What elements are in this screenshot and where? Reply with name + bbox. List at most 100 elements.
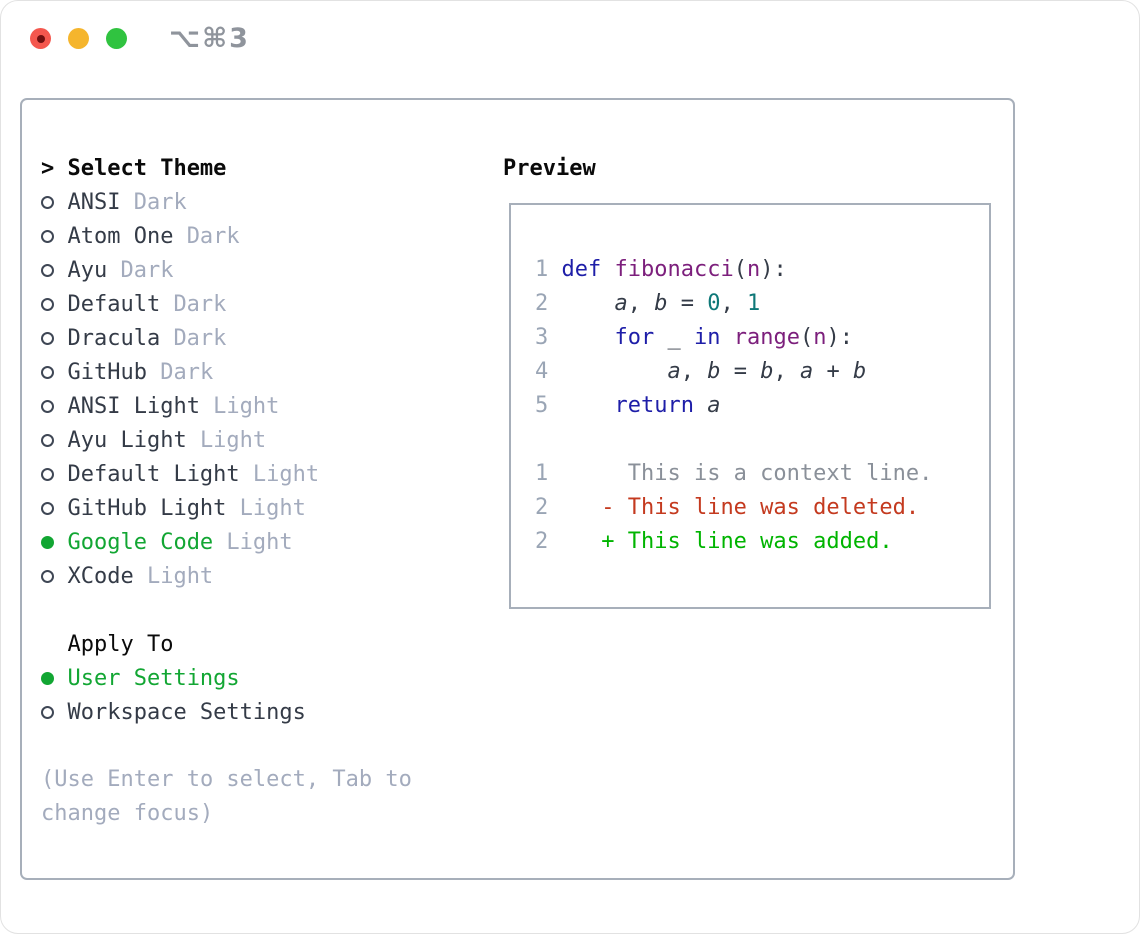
theme-option[interactable]: GitHub Light Light <box>41 491 471 525</box>
radio-icon <box>41 297 67 311</box>
diff-line-context: 1 This is a context line. <box>535 457 989 491</box>
code-token: , <box>773 359 800 384</box>
code-token: ): <box>826 325 853 350</box>
theme-option[interactable]: Ayu Light Light <box>41 423 471 457</box>
theme-option-variant: Dark <box>186 223 240 249</box>
code-token <box>694 393 707 418</box>
code-token: b <box>852 359 867 384</box>
theme-option-variant: Light <box>146 563 214 589</box>
code-token: ( <box>799 325 814 350</box>
spacer <box>41 729 471 763</box>
code-token: def <box>561 257 602 282</box>
minimize-button[interactable] <box>68 28 89 49</box>
theme-option-variant: Light <box>239 495 306 521</box>
help-text: (Use Enter to select, Tab to change focu… <box>41 767 412 826</box>
theme-option-label: Atom One <box>67 223 174 249</box>
code-token <box>601 257 614 282</box>
theme-option[interactable]: Ayu Dark <box>41 253 471 287</box>
line-number: 2 <box>535 291 549 316</box>
code-token: a <box>707 393 721 418</box>
code-token: 1 <box>746 291 761 316</box>
diff-text: + This line was added. <box>601 529 893 554</box>
code-token <box>548 393 561 418</box>
line-number: 5 <box>535 393 549 418</box>
theme-picker-title: Select Theme <box>67 155 227 181</box>
radio-icon <box>41 263 67 277</box>
code-line: 3 for _ in range(n): <box>535 321 989 355</box>
theme-option-variant: Light <box>213 393 280 419</box>
code-token: a <box>799 359 814 384</box>
code-token <box>548 291 561 316</box>
code-token: range <box>733 325 800 350</box>
theme-option[interactable]: GitHub Dark <box>41 355 471 389</box>
line-number: 1 <box>535 461 549 486</box>
theme-option-variant: Dark <box>173 291 227 317</box>
code-line: 2 a, b = 0, 1 <box>535 287 989 321</box>
theme-option-variant: Light <box>252 461 320 487</box>
radio-icon <box>41 467 67 481</box>
theme-picker-header: > Select Theme <box>41 151 471 185</box>
theme-option-label: XCode <box>67 563 134 589</box>
apply-to-option[interactable]: Workspace Settings <box>41 695 471 729</box>
main-panel: > Select Theme ANSI Dark Atom One Dark A… <box>20 98 1015 880</box>
radio-icon <box>41 195 67 209</box>
code-token: 0 <box>707 291 721 316</box>
theme-option-variant: Dark <box>173 325 227 351</box>
theme-option[interactable]: ANSI Dark <box>41 185 471 219</box>
diff-line-deleted: 2 - This line was deleted. <box>535 491 989 525</box>
code-line: 4 a, b = b, a + b <box>535 355 989 389</box>
radio-icon <box>41 433 67 447</box>
code-token <box>562 291 615 316</box>
code-token: , <box>627 291 655 316</box>
diff-text: - This line was deleted. <box>601 495 920 520</box>
zoom-button[interactable] <box>106 28 127 49</box>
theme-option[interactable]: ANSI Light Light <box>41 389 471 423</box>
code-token: , <box>680 359 708 384</box>
theme-option[interactable]: Dracula Dark <box>41 321 471 355</box>
code-token <box>548 325 561 350</box>
code-token: n <box>813 325 827 350</box>
code-token: = <box>667 291 708 316</box>
code-token: return <box>614 393 694 418</box>
theme-option-variant: Light <box>199 427 267 453</box>
code-token: n <box>746 257 761 282</box>
code-token <box>720 325 733 350</box>
code-token: a <box>667 359 681 384</box>
apply-to-option[interactable]: User Settings <box>41 661 471 695</box>
code-line: 1 def fibonacci(n): <box>535 253 989 287</box>
theme-option-label: Default <box>67 291 161 317</box>
diff-gap <box>548 461 601 486</box>
close-button[interactable] <box>30 28 51 49</box>
apply-to-title: Apply To <box>67 631 174 657</box>
theme-option[interactable]: Atom One Dark <box>41 219 471 253</box>
apply-to-header: Apply To <box>41 627 471 661</box>
spacer <box>41 593 471 627</box>
theme-option-variant: Light <box>226 529 293 555</box>
code-token: _ <box>654 325 694 350</box>
theme-option[interactable]: Default Dark <box>41 287 471 321</box>
code-token: = <box>720 359 761 384</box>
apply-to-option-label: Workspace Settings <box>67 699 306 725</box>
preview-diff-lines: 1 This is a context line.2 - This line w… <box>535 457 989 559</box>
theme-option-variant: Dark <box>120 257 174 283</box>
diff-gap <box>548 529 601 554</box>
code-line: 5 return a <box>535 389 989 423</box>
line-number: 2 <box>535 529 549 554</box>
theme-option-label: GitHub Light <box>67 495 227 521</box>
theme-option-label: ANSI Light <box>67 393 200 419</box>
theme-option-label: Default Light <box>67 461 240 487</box>
line-number: 3 <box>535 325 549 350</box>
theme-option[interactable]: Default Light Light <box>41 457 471 491</box>
theme-option-variant: Dark <box>133 189 187 215</box>
theme-option-variant: Dark <box>160 359 214 385</box>
radio-icon <box>41 535 67 549</box>
theme-option[interactable]: XCode Light <box>41 559 471 593</box>
theme-picker: > Select Theme ANSI Dark Atom One Dark A… <box>41 151 471 831</box>
code-token: fibonacci <box>614 257 734 282</box>
code-token <box>548 359 561 384</box>
radio-icon <box>41 331 67 345</box>
code-token <box>562 393 615 418</box>
theme-option[interactable]: Google Code Light <box>41 525 471 559</box>
